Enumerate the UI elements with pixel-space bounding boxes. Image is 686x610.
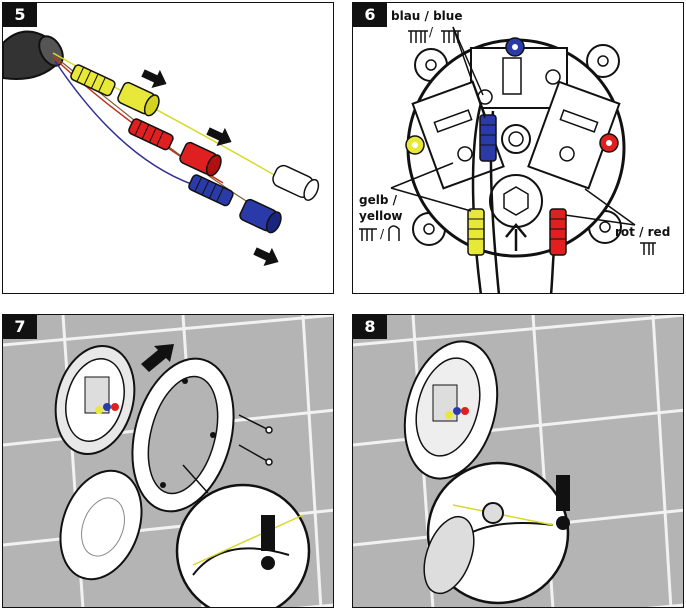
red-label: rot / red [615, 225, 671, 239]
white-sleeve-icon [272, 164, 320, 201]
step-number: 6 [353, 3, 387, 27]
warning-icon [556, 475, 570, 511]
step-6-panel: 6 [352, 2, 684, 294]
step-number: 7 [3, 315, 37, 339]
yellow-connector-icon [467, 208, 485, 256]
cover-attached-illustration [353, 315, 683, 607]
cover-mounting-illustration [3, 315, 333, 607]
arrow-up-icon [505, 223, 527, 251]
red-connector-icon [128, 118, 174, 151]
slash-separator: / [380, 227, 385, 241]
faucet-icon [408, 30, 461, 43]
blue-cap-icon [239, 198, 282, 234]
yellow-cap-icon [117, 81, 160, 117]
step-7-panel: 7 [2, 314, 334, 608]
valve-wiring-illustration [359, 26, 656, 293]
zoom-detail [175, 483, 311, 607]
yellow-label-line1: gelb / [359, 193, 397, 207]
step-5-panel: 5 [2, 2, 334, 294]
yellow-connector-icon [70, 64, 116, 97]
screw-head-icon [482, 502, 504, 524]
faucet-icon [359, 225, 400, 241]
warning-icon [261, 515, 275, 551]
slash-separator: / [429, 25, 434, 39]
arrow-right-icon [253, 247, 279, 266]
arrow-right-icon [141, 69, 167, 88]
step-8-panel: 8 [352, 314, 684, 608]
blue-connector-icon [479, 114, 497, 162]
step-number: 5 [3, 3, 37, 27]
screw-icon [238, 414, 273, 466]
blue-connector-icon [188, 174, 234, 207]
arrow-up-left-icon [141, 344, 174, 372]
wire-connectors-illustration [3, 30, 320, 266]
step-number: 8 [353, 315, 387, 339]
faucet-icon [640, 242, 656, 255]
blue-label: blau / blue [391, 9, 463, 23]
yellow-label-line2: yellow [359, 209, 403, 223]
red-cap-icon [179, 141, 222, 177]
red-connector-icon [549, 208, 567, 256]
arrow-right-icon [206, 127, 232, 146]
